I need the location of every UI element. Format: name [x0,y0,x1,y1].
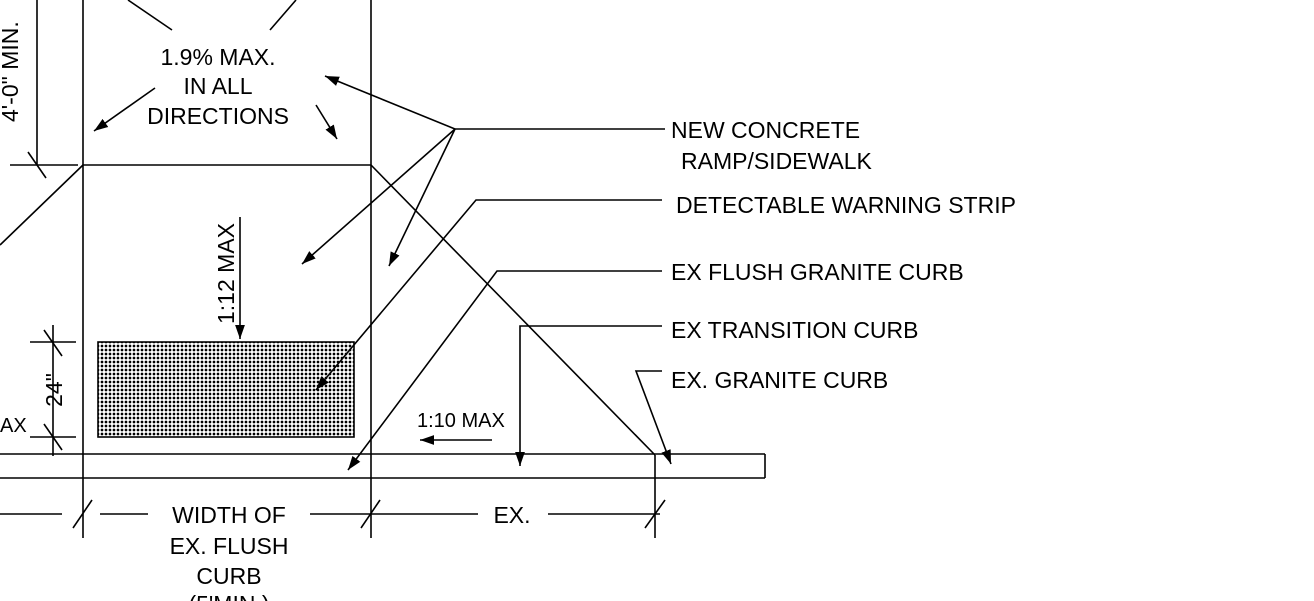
detectable-warning-strip [97,341,355,438]
callout-ex-granite: EX. GRANITE CURB [671,367,888,393]
ramp-slope-label: 1:12 MAX [213,223,239,324]
callout-ex-transition: EX TRANSITION CURB [671,317,919,343]
strip-width-label: 24" [41,373,67,407]
landing-slope-line-3: DIRECTIONS [147,103,289,129]
landing-slope-line-2: IN ALL [183,73,252,99]
width-label-4: (5'MIN.) [188,591,269,601]
callout-ex-flush-granite: EX FLUSH GRANITE CURB [671,259,964,285]
landing-slope-arrows [93,0,338,140]
width-label-3: CURB [196,563,261,589]
width-label-1: WIDTH OF [172,502,286,528]
strip-dimension [30,325,76,456]
ramp-outline [0,0,656,538]
callout-new-concrete-2: RAMP/SIDEWALK [681,148,873,174]
landing-slope-line-1: 1.9% MAX. [160,44,275,70]
ex-dimension-label: EX. [493,502,530,528]
callout-detectable-warning: DETECTABLE WARNING STRIP [676,192,1016,218]
width-label-2: EX. FLUSH [170,533,289,559]
leader-lines [235,75,672,471]
landing-min-dimension: 4'-0" MIN. [0,21,23,122]
curb-line [0,453,766,479]
callout-new-concrete-1: NEW CONCRETE [671,117,860,143]
flare-slope-label: 1:10 MAX [417,410,505,432]
dimension-ticks [27,151,666,529]
flare-slope-cut-label: AX [0,415,27,437]
